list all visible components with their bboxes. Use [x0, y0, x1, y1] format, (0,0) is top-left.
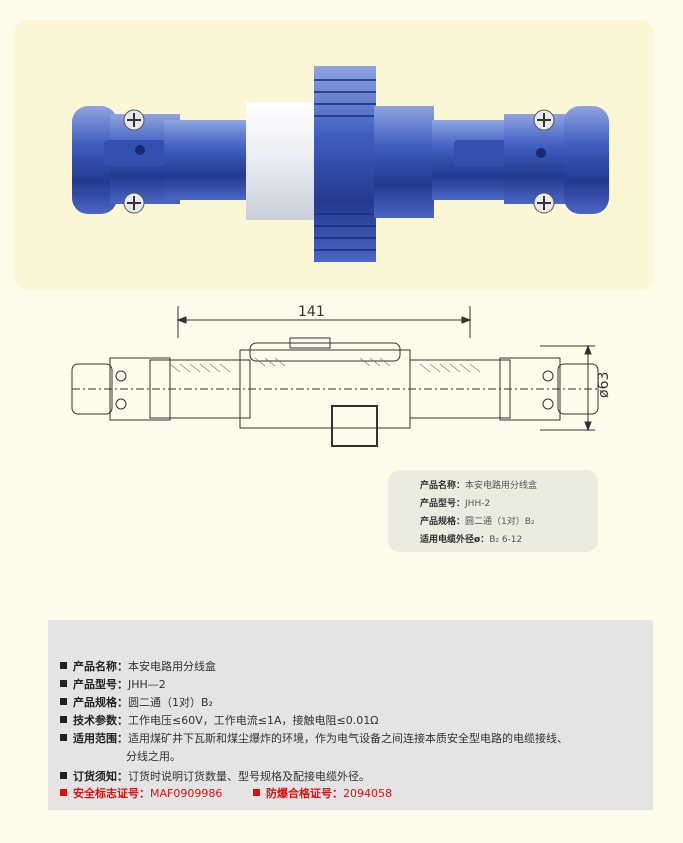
detail-application-cont: 分线之用。	[126, 750, 181, 763]
diameter-dimension: ø63	[596, 372, 612, 398]
detail-product-spec: 产品规格：圆二通（1对）B₂	[60, 694, 213, 710]
square-bullet-icon	[60, 680, 67, 687]
square-bullet-icon	[60, 662, 67, 669]
technical-drawing: 141 ø63	[71, 304, 612, 447]
detail-product-model: 产品型号：JHH—2	[60, 676, 166, 692]
square-bullet-icon	[60, 716, 67, 723]
product-photo	[72, 66, 609, 262]
detail-application: 适用范围：适用煤矿井下瓦斯和煤尘爆炸的环境，作为电气设备之间连接本质安全型电路的…	[60, 730, 568, 746]
spec-row: 产品名称：本安电路用分线盒	[420, 481, 538, 491]
label-sleeve	[246, 102, 316, 220]
right-end-cap	[564, 106, 609, 214]
product-photo-panel	[14, 20, 654, 290]
product-details-panel: 产品名称：本安电路用分线盒 产品型号：JHH—2 产品规格：圆二通（1对）B₂ …	[48, 620, 653, 810]
length-dimension: 141	[298, 304, 325, 320]
square-bullet-icon	[60, 734, 67, 741]
spec-row: 适用电缆外径ø：B₂ 6-12	[420, 535, 523, 545]
detail-tech-params: 技术参数：工作电压≤60V，工作电流≤1A，接触电阻≤0.01Ω	[60, 712, 379, 728]
square-bullet-icon	[60, 698, 67, 705]
square-bullet-icon	[253, 789, 260, 796]
square-bullet-icon	[60, 789, 67, 796]
spec-row: 产品规格：圆二通（1对）B₂	[420, 517, 535, 527]
detail-ordering: 订货须知：订货时说明订货数量、型号规格及配接电缆外径。	[60, 768, 370, 784]
spec-card: 产品名称：本安电路用分线盒 产品型号：JHH-2 产品规格：圆二通（1对）B₂ …	[388, 470, 598, 552]
center-nut	[314, 66, 376, 262]
square-bullet-icon	[60, 772, 67, 779]
left-end-cap	[72, 106, 117, 214]
spec-row: 产品型号：JHH-2	[420, 499, 491, 509]
detail-safety-cert: 安全标志证号：MAF0909986	[60, 785, 222, 801]
detail-explosion-cert: 防爆合格证号：2094058	[253, 785, 392, 801]
detail-product-name: 产品名称：本安电路用分线盒	[60, 658, 216, 674]
